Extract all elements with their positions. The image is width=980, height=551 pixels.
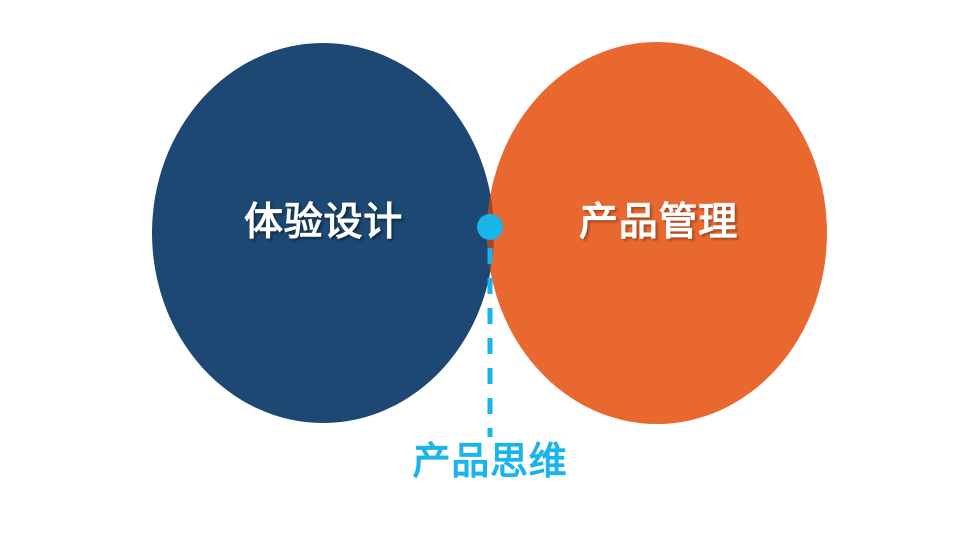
venn-circle-right bbox=[487, 42, 827, 424]
venn-circle-left bbox=[152, 43, 494, 423]
intersection-marker-dot bbox=[477, 214, 503, 240]
venn-label-left: 体验设计 bbox=[243, 201, 404, 244]
venn-label-intersection: 产品思维 bbox=[412, 441, 568, 483]
venn-label-right: 产品管理 bbox=[578, 201, 739, 244]
